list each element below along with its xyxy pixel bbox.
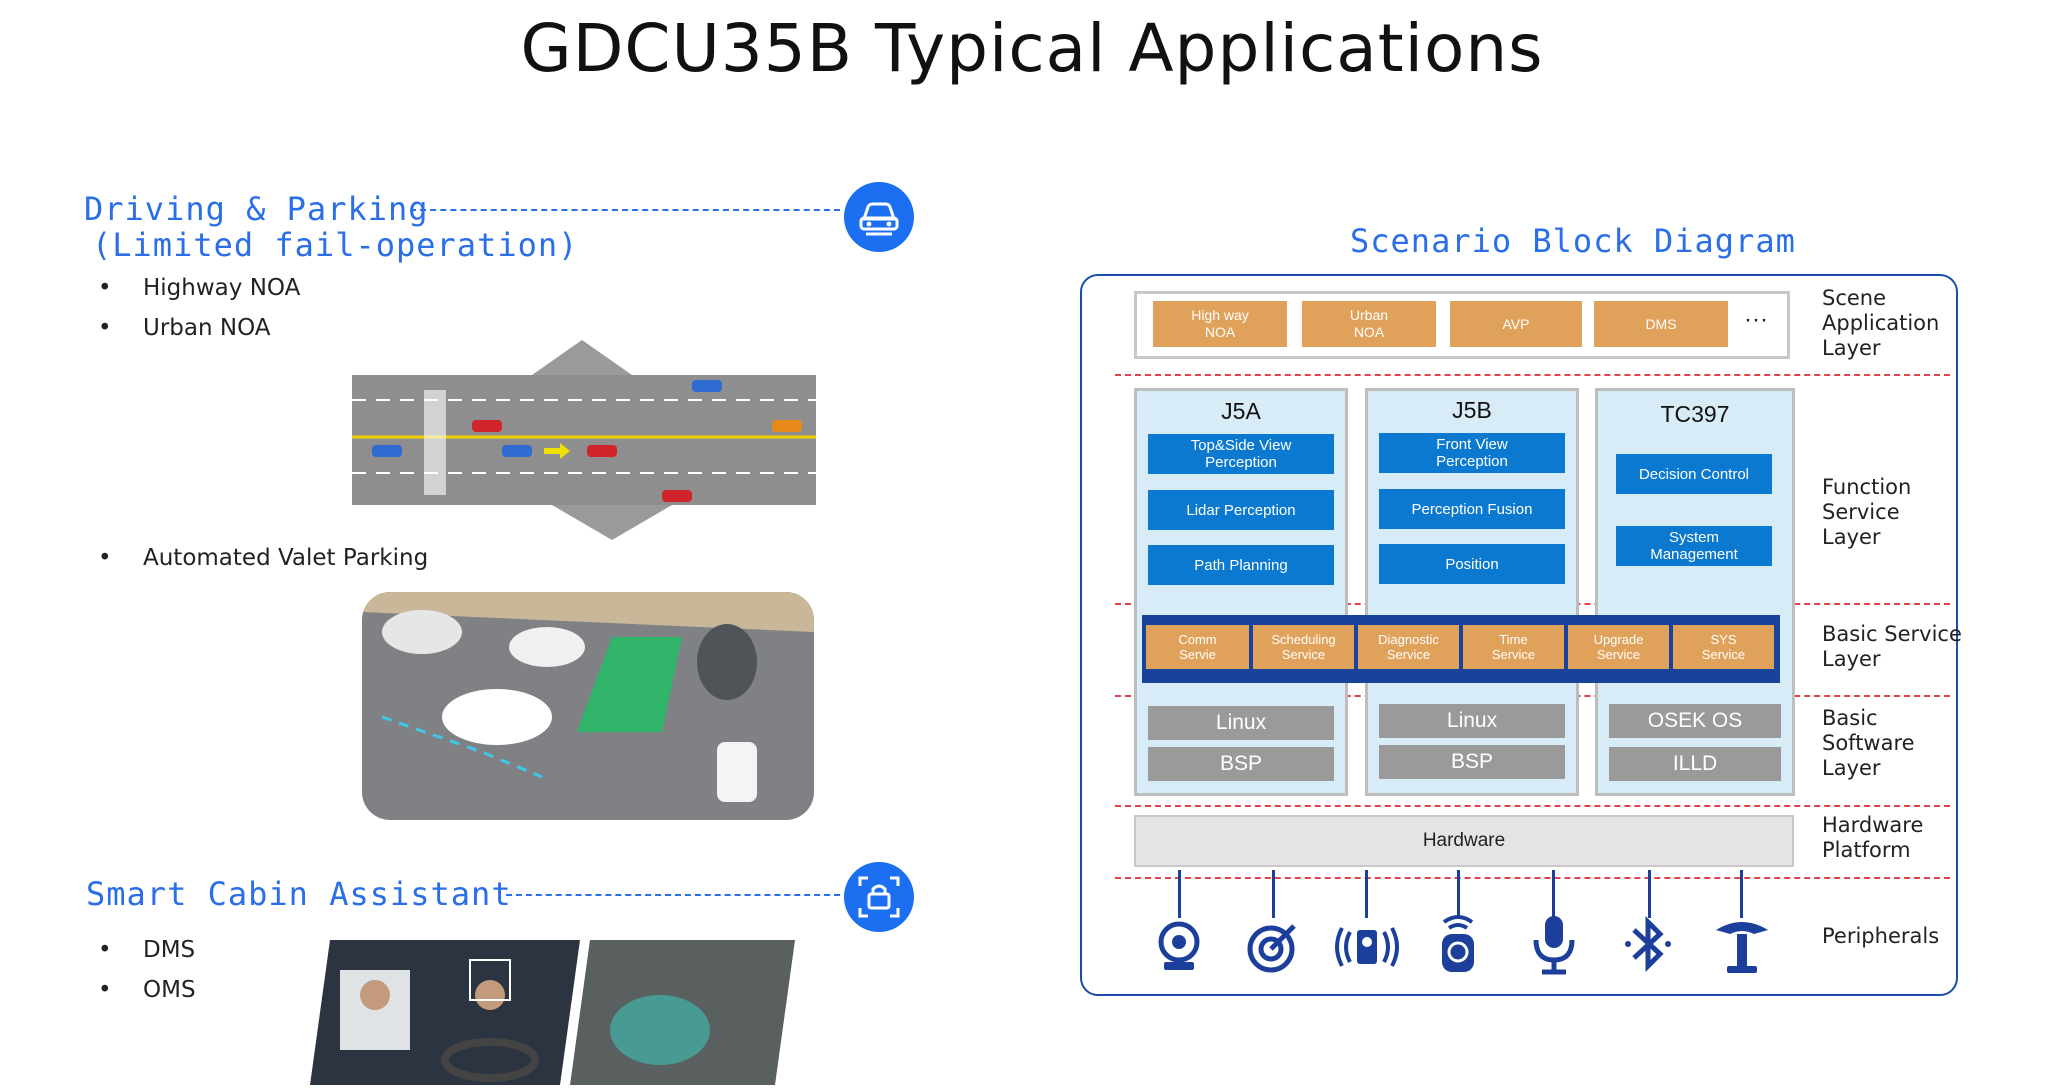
sw-tc397-illd: ILLD bbox=[1609, 747, 1781, 781]
svc-sys: SYS Service bbox=[1673, 625, 1774, 669]
microphone-icon bbox=[1528, 914, 1580, 981]
divider-scene-function bbox=[1115, 374, 1950, 376]
sw-tc397-osek: OSEK OS bbox=[1609, 704, 1781, 738]
svc-upgrade: Upgrade Service bbox=[1568, 625, 1669, 669]
sw-j5b-linux: Linux bbox=[1379, 704, 1565, 738]
scene-avp: AVP bbox=[1450, 301, 1582, 347]
driving-divider bbox=[410, 209, 840, 211]
stem-bluetooth bbox=[1648, 870, 1651, 918]
scene-more: ··· bbox=[1744, 306, 1768, 333]
column-j5a-title: J5A bbox=[1221, 398, 1261, 424]
ultrasonic-icon bbox=[1430, 912, 1486, 981]
column-j5b-title: J5B bbox=[1452, 397, 1492, 423]
cabin-camera-icon bbox=[844, 862, 914, 932]
layer-label-basic-software: Basic Software Layer bbox=[1822, 706, 1915, 780]
highway-illustration bbox=[352, 340, 816, 540]
stem-lidar bbox=[1365, 870, 1368, 918]
driving-parking-subheading: (Limited fail-operation) bbox=[92, 226, 579, 264]
diagram-frame bbox=[1080, 274, 1958, 996]
bullet-dms: •DMS bbox=[98, 937, 196, 963]
fn-front-view-perception: Front View Perception bbox=[1379, 433, 1565, 473]
scene-urban-noa: Urban NOA bbox=[1302, 301, 1436, 347]
cabin-divider bbox=[506, 894, 840, 896]
fn-system-management: System Management bbox=[1616, 526, 1772, 566]
parking-illustration bbox=[362, 592, 814, 820]
scene-dms: DMS bbox=[1594, 301, 1728, 347]
gnss-antenna-icon bbox=[1712, 910, 1772, 981]
bluetooth-icon bbox=[1620, 914, 1678, 979]
fn-path-planning: Path Planning bbox=[1148, 545, 1334, 585]
svc-time: Time Service bbox=[1463, 625, 1564, 669]
layer-label-function: Function Service Layer bbox=[1822, 475, 1912, 549]
stem-microphone bbox=[1552, 870, 1555, 918]
car-icon bbox=[844, 182, 914, 252]
layer-label-hardware: Hardware Platform bbox=[1822, 813, 1924, 862]
stem-gnss bbox=[1740, 870, 1743, 918]
svc-diagnostic: Diagnostic Service bbox=[1358, 625, 1459, 669]
page-title: GDCU35B Typical Applications bbox=[520, 10, 1544, 87]
radar-icon bbox=[1244, 918, 1302, 981]
smart-cabin-heading: Smart Cabin Assistant bbox=[86, 875, 512, 913]
divider-hardware-peripherals bbox=[1115, 877, 1950, 879]
fn-perception-fusion: Perception Fusion bbox=[1379, 489, 1565, 529]
fn-position: Position bbox=[1379, 544, 1565, 584]
layer-label-basic-service: Basic Service Layer bbox=[1822, 622, 1962, 671]
layer-label-scene: Scene Application Layer bbox=[1822, 286, 1940, 360]
stem-ultrasonic bbox=[1457, 870, 1460, 918]
column-tc397-title: TC397 bbox=[1660, 401, 1730, 427]
svc-scheduling: Scheduling Service bbox=[1253, 625, 1354, 669]
bullet-urban-noa: •Urban NOA bbox=[98, 315, 271, 341]
fn-lidar-perception: Lidar Perception bbox=[1148, 490, 1334, 530]
fn-top-side-view-perception: Top&Side View Perception bbox=[1148, 434, 1334, 474]
camera-icon bbox=[1150, 918, 1208, 981]
sw-j5b-bsp: BSP bbox=[1379, 745, 1565, 779]
lidar-icon bbox=[1332, 918, 1402, 981]
bullet-oms: •OMS bbox=[98, 977, 196, 1003]
driving-parking-heading: Driving & Parking bbox=[84, 190, 429, 228]
stem-camera bbox=[1178, 870, 1181, 918]
hardware-box: Hardware bbox=[1134, 815, 1794, 867]
bullet-avp: •Automated Valet Parking bbox=[98, 545, 429, 571]
svc-comm: Comm Servie bbox=[1146, 625, 1249, 669]
diagram-title: Scenario Block Diagram bbox=[1350, 222, 1796, 260]
sw-j5a-bsp: BSP bbox=[1148, 747, 1334, 781]
layer-label-peripherals: Peripherals bbox=[1822, 924, 1940, 948]
divider-software-hardware bbox=[1115, 805, 1950, 807]
bullet-highway-noa: •Highway NOA bbox=[98, 275, 301, 301]
stem-radar bbox=[1272, 870, 1275, 918]
sw-j5a-linux: Linux bbox=[1148, 706, 1334, 740]
fn-decision-control: Decision Control bbox=[1616, 454, 1772, 494]
scene-highway-noa: High way NOA bbox=[1153, 301, 1287, 347]
cabin-illustration bbox=[310, 940, 795, 1085]
